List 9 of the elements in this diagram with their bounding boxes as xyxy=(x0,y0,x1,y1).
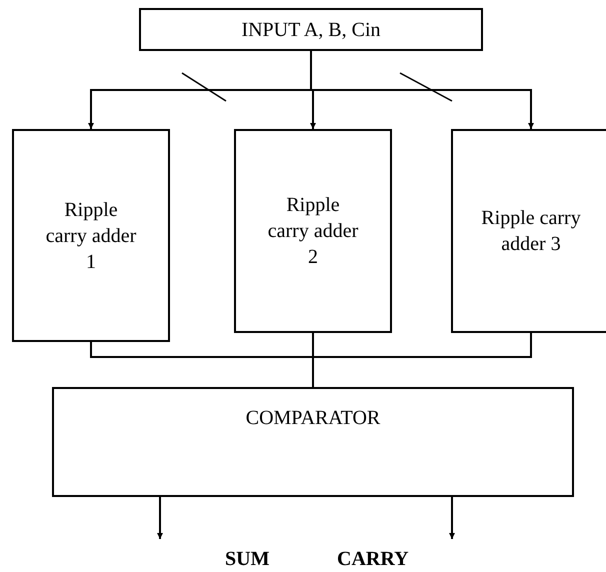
comparator-box: COMPARATOR xyxy=(52,387,574,497)
adder-box: Ripple carry adder 3 xyxy=(451,129,606,333)
adder-box: Ripple carry adder 2 xyxy=(234,129,392,333)
output-label: CARRY xyxy=(337,548,409,570)
connector-arrow xyxy=(449,497,455,539)
output-label: SUM xyxy=(225,548,270,570)
adder-box: Ripple carry adder 1 xyxy=(12,129,170,342)
connector-arrow xyxy=(157,497,163,539)
input-box: INPUT A, B, Cin xyxy=(139,8,483,51)
